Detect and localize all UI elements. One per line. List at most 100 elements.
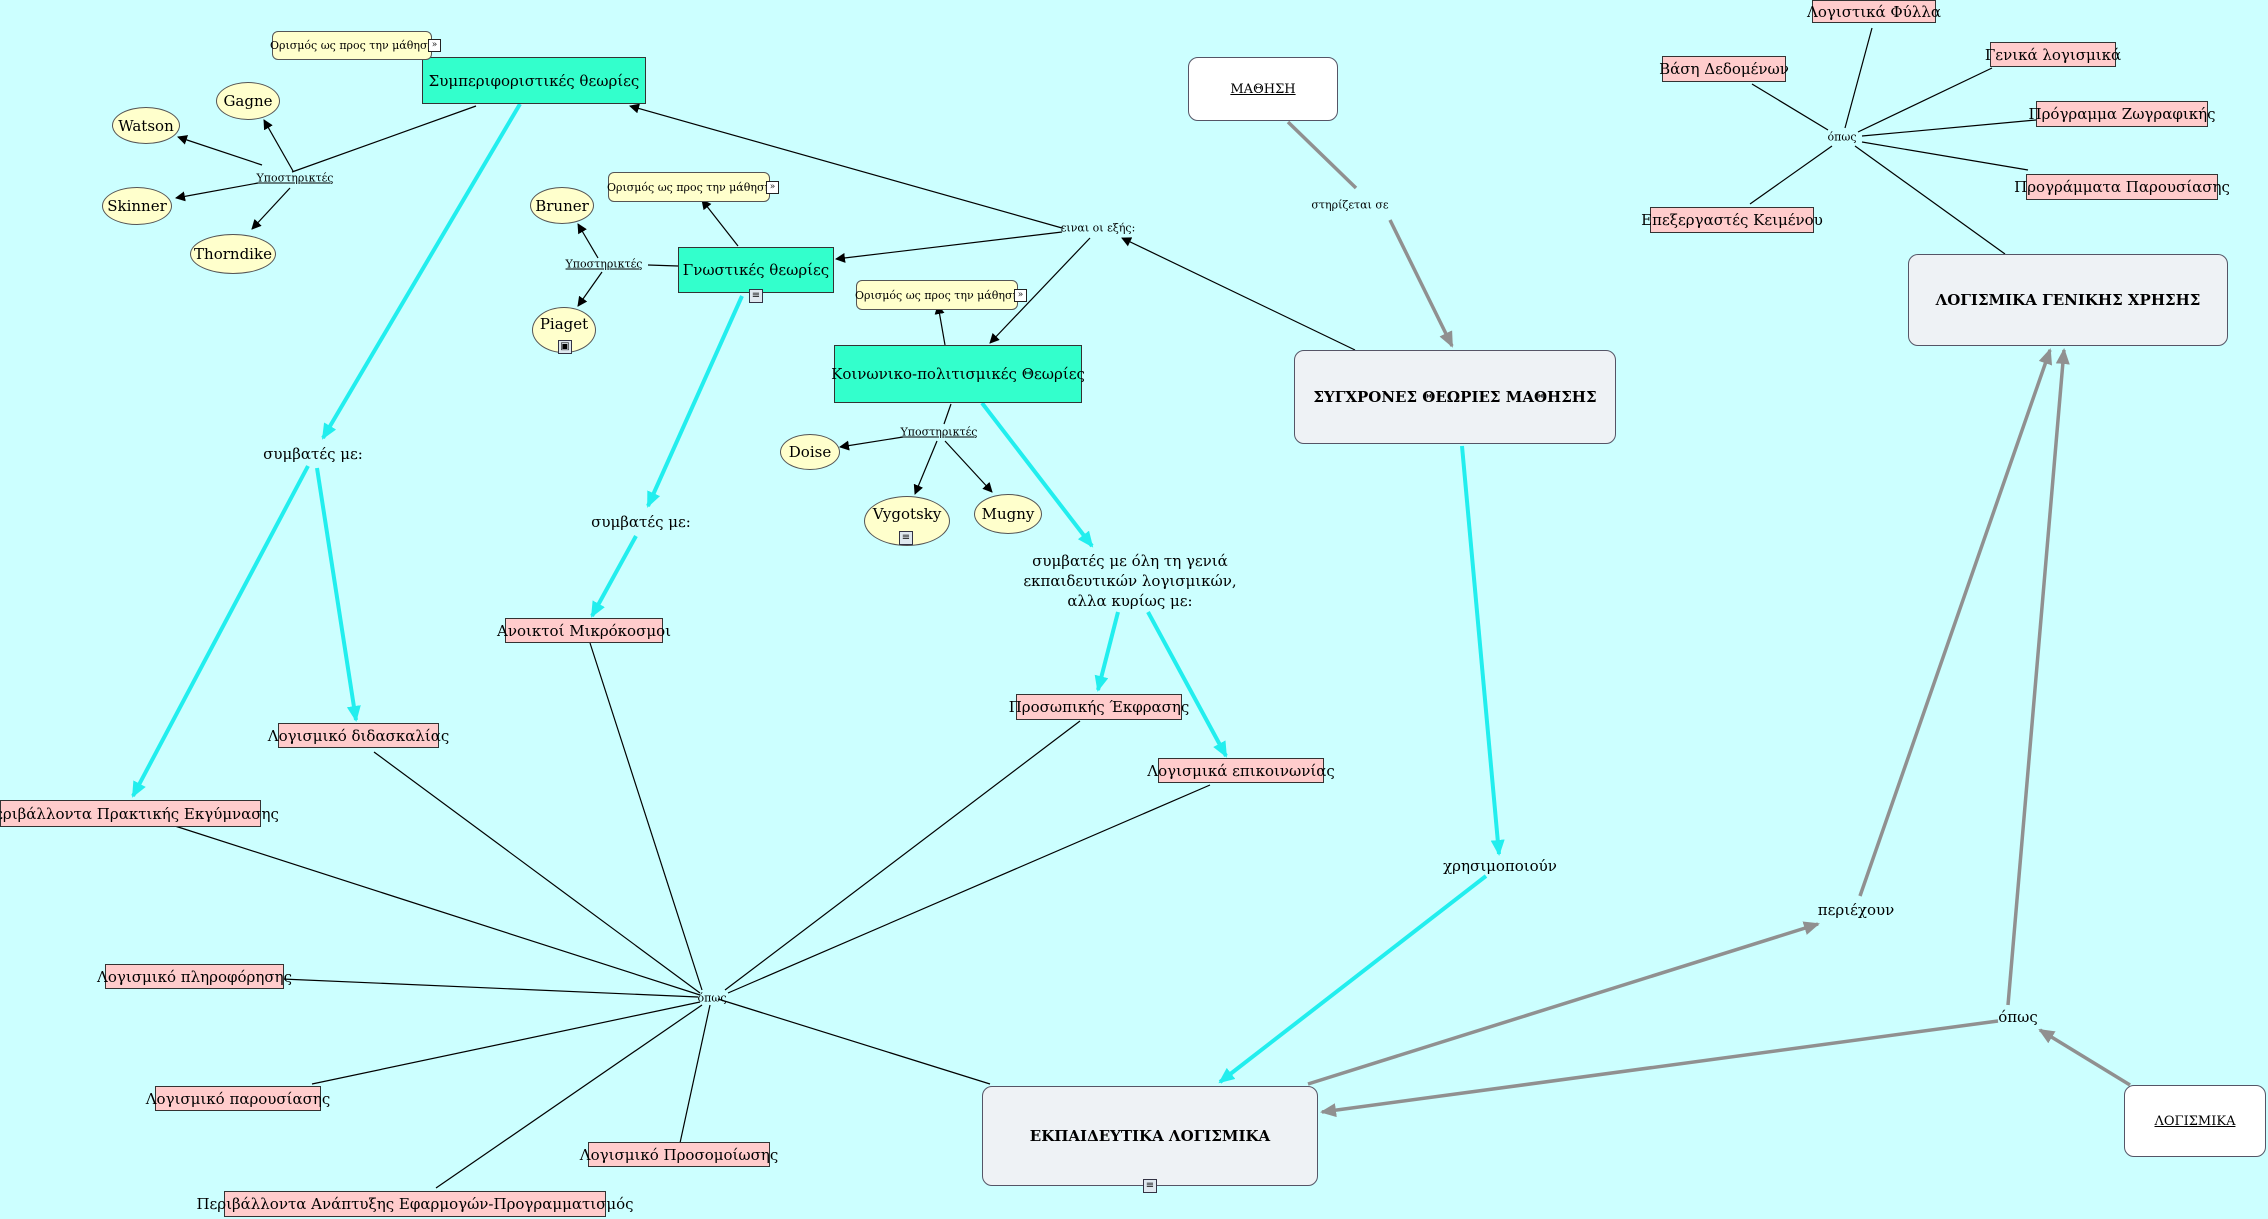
- use-label: χρησιμοποιούν: [1443, 857, 1557, 875]
- presentation-software-node[interactable]: Λογισμικό παρουσίασης: [146, 1086, 330, 1111]
- link-hub2-wordprocessor: [1749, 145, 1833, 205]
- general-software-node[interactable]: ΛΟΓΙΣΜΙΚΑ ΓΕΝΙΚΗΣ ΧΡΗΣΗΣ: [1908, 254, 2228, 346]
- link-hub2-generalitem: [1857, 67, 1993, 133]
- person-thorndike[interactable]: Thorndike: [190, 234, 276, 274]
- link-areasfollows-behaviorist: [629, 103, 1063, 229]
- link-supporters-watson: [177, 135, 263, 166]
- spreadsheets-node[interactable]: Λογιστικά Φύλλα: [1807, 0, 1941, 23]
- link-hub2-general: [1854, 145, 2006, 255]
- such-as-label: όπως: [1827, 130, 1857, 144]
- link-areasfollows-sociocultural: [989, 237, 1091, 344]
- link-supporters-piaget: [577, 271, 603, 307]
- link-sociocultural-definition: [934, 304, 946, 346]
- link-compatible-microworlds: [590, 535, 638, 618]
- behaviorist-definition-note[interactable]: Ορισμός ως προς την μάθηση: [270, 31, 434, 60]
- expand-icon[interactable]: »: [1014, 289, 1027, 302]
- communication-software-node[interactable]: Λογισμικά επικοινωνίας: [1147, 758, 1335, 783]
- link-hub2-paint: [1861, 119, 2037, 137]
- link-supporters-doise: [839, 436, 904, 451]
- document-icon[interactable]: ≡: [749, 289, 763, 303]
- link-hub2-spreadsheets: [1844, 27, 1873, 129]
- contain-label: περιέχουν: [1817, 901, 1895, 919]
- person-skinner[interactable]: Skinner: [102, 187, 172, 225]
- supporters-label: Υποστηρικτές: [256, 171, 334, 185]
- database-node[interactable]: Βάση Δεδομένων: [1659, 56, 1789, 82]
- supporters-label: Υποστηρικτές: [565, 257, 643, 271]
- link-supporters-thorndike: [251, 187, 291, 230]
- link-areasfollows-cognitive: [835, 231, 1063, 263]
- person-mugny[interactable]: Mugny: [974, 494, 1042, 534]
- general-software-item-node[interactable]: Γενικά λογισμικά: [1985, 42, 2121, 67]
- programming-environments-node[interactable]: Περιβάλλοντα Ανάπτυξης Εφαρμογών-Προγραμ…: [196, 1191, 634, 1217]
- learning-node[interactable]: ΜΑΘΗΣΗ: [1188, 57, 1338, 121]
- paint-program-node[interactable]: Πρόγραμμα Ζωγραφικής: [2029, 101, 2215, 127]
- link-supporters-gagne: [263, 119, 294, 172]
- link-compatible-expression: [1094, 611, 1120, 692]
- behaviorist-theories-node[interactable]: Συμπεριφοριστικές θεωρίες: [422, 57, 646, 104]
- link-behaviorist-compatible: [321, 102, 522, 440]
- software-node[interactable]: ΛΟΓΙΣΜΙΚΑ: [2124, 1085, 2266, 1157]
- personal-expression-node[interactable]: Προσωπικής Έκφρασης: [1009, 694, 1189, 720]
- compatible-label: συμβατές με:: [263, 445, 363, 463]
- link-such-general: [2006, 348, 2070, 1006]
- link-modern-use: [1460, 445, 1505, 856]
- document-icon[interactable]: ≡: [1143, 1179, 1157, 1193]
- modern-theories-node[interactable]: ΣΥΓΧΡΟΝΕΣ ΘΕΩΡΙΕΣ ΜΑΘΗΣΗΣ: [1294, 350, 1616, 444]
- simulation-software-node[interactable]: Λογισμικό Προσομοίωσης: [580, 1142, 778, 1167]
- link-compatible-communication: [1146, 611, 1228, 758]
- expand-icon[interactable]: »: [766, 181, 779, 194]
- link-software-such: [2038, 1028, 2131, 1087]
- link-sociocultural-compatible: [980, 401, 1094, 548]
- link-cognitive-supporters: [647, 264, 679, 267]
- link-supporters-bruner: [577, 223, 599, 259]
- such-as-label: όπως: [697, 991, 727, 1005]
- cognitive-definition-note[interactable]: Ορισμός ως προς την μάθηση: [607, 172, 771, 202]
- link-hub-educational: [717, 998, 991, 1085]
- information-software-node[interactable]: Λογισμικό πληροφόρησης: [97, 964, 292, 989]
- link-hub-expression: [724, 720, 1081, 991]
- link-hub2-database: [1751, 83, 1829, 131]
- document-icon[interactable]: ≡: [899, 531, 913, 545]
- presentation-programs-node[interactable]: Προγράμματα Παρουσίασης: [2014, 174, 2230, 200]
- person-doise[interactable]: Doise: [780, 434, 840, 470]
- link-hub-teaching: [373, 751, 701, 994]
- link-hub-microworlds: [589, 642, 703, 991]
- sociocultural-theories-node[interactable]: Κοινωνικο-πολιτισμικές Θεωρίες: [831, 345, 1085, 403]
- link-hub-programming: [435, 1004, 703, 1189]
- link-learning-basedon: [1286, 120, 1358, 190]
- expand-icon[interactable]: »: [428, 39, 441, 52]
- person-watson[interactable]: Watson: [112, 107, 180, 144]
- person-bruner[interactable]: Bruner: [530, 187, 594, 224]
- link-hub-practice: [174, 825, 701, 996]
- link-supporters-vygotsky: [913, 440, 938, 495]
- such-as-label: όπως: [1998, 1008, 2038, 1026]
- based-on-label: στηρίζεται σε: [1311, 198, 1389, 212]
- sociocultural-definition-note[interactable]: Ορισμός ως προς την μάθηση: [855, 280, 1019, 310]
- are-as-follows-label: ειναι οι εξής:: [1060, 221, 1136, 235]
- link-hub-communication: [727, 784, 1211, 994]
- word-processor-node[interactable]: Επεξεργαστές Κειμένου: [1641, 207, 1823, 233]
- link-behaviorist-supporters: [291, 105, 477, 173]
- link-hub2-presentationprog: [1861, 141, 2029, 171]
- cognitive-theories-node[interactable]: Γνωστικές θεωρίες: [678, 247, 834, 293]
- link-hub-information: [281, 978, 699, 998]
- link-educational-contain: [1307, 921, 1820, 1086]
- compatible-label: συμβατές με:: [591, 513, 691, 531]
- link-such-educational: [1320, 1019, 1999, 1118]
- link-supporters-skinner: [175, 182, 259, 202]
- link-compatible-practice: [131, 465, 310, 798]
- link-basedon-modern: [1388, 219, 1454, 348]
- link-cognitive-compatible: [646, 295, 744, 508]
- image-icon[interactable]: ▣: [558, 340, 572, 354]
- teaching-software-node[interactable]: Λογισμικό διδασκαλίας: [268, 723, 449, 748]
- compatible-label: συμβατές με όλη τη γενιά εκπαιδευτικών λ…: [1023, 552, 1237, 610]
- link-contain-general: [1858, 348, 2053, 897]
- link-cognitive-definition: [701, 199, 739, 247]
- link-compatible-teaching: [315, 467, 361, 722]
- practice-environments-node[interactable]: Περιβάλλοντα Πρακτικής Εκγύμνασης: [0, 800, 279, 827]
- open-microworlds-node[interactable]: Ανοικτοί Μικρόκοσμοι: [497, 618, 671, 643]
- educational-software-node[interactable]: ΕΚΠΑΙΔΕΥΤΙΚΑ ΛΟΓΙΣΜΙΚΑ: [982, 1086, 1318, 1186]
- link-hub-presentation: [311, 1001, 701, 1085]
- person-gagne[interactable]: Gagne: [216, 82, 280, 120]
